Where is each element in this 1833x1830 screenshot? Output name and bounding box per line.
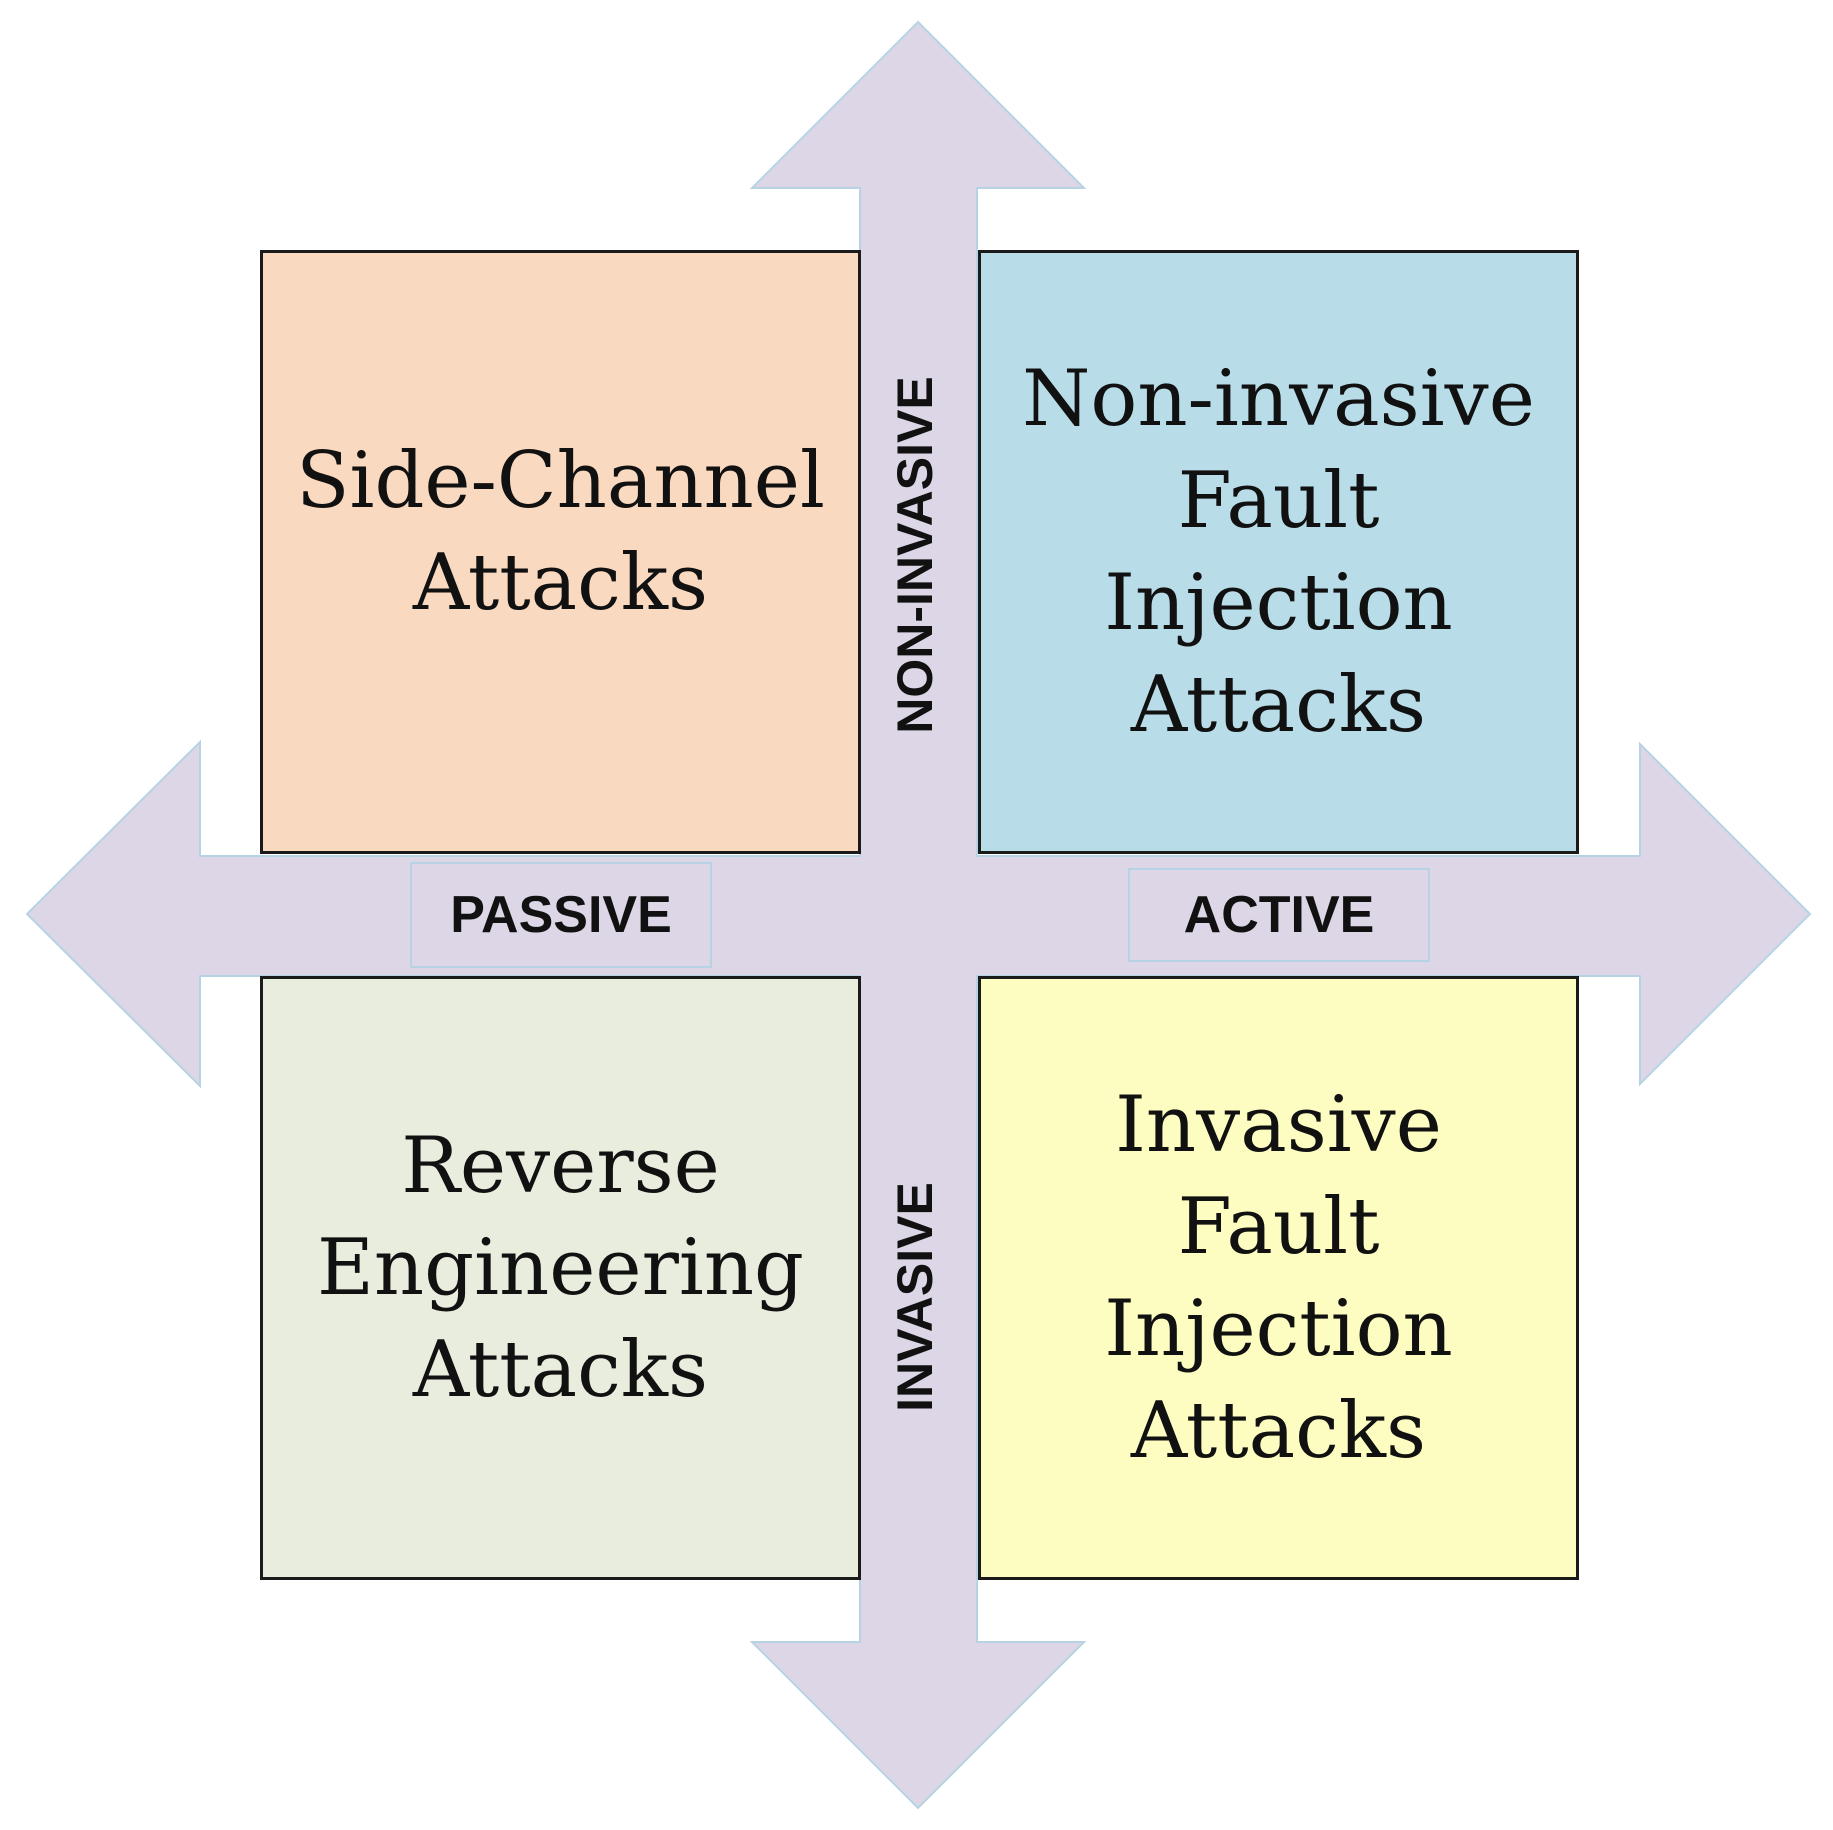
axis-label-passive: PASSIVE [410, 862, 712, 968]
quadrant-label-line: Side-Channel [296, 436, 825, 526]
quadrant-label-line: Attacks [1130, 1386, 1427, 1476]
quadrant-side-channel-attacks: Side-Channel Attacks [260, 250, 861, 854]
quadrant-label-line: Injection [1104, 558, 1453, 648]
quadrant-label-line: Attacks [1130, 660, 1427, 750]
quadrant-label-line: Injection [1104, 1284, 1453, 1374]
quadrant-reverse-engineering-attacks: Reverse Engineering Attacks [260, 976, 861, 1580]
quadrant-invasive-fault-injection-attacks: Invasive Fault Injection Attacks [978, 976, 1579, 1580]
quadrant-label-line: Attacks [412, 1325, 709, 1415]
quadrant-label-line: Attacks [412, 538, 709, 628]
quadrant-label-line: Fault [1177, 456, 1380, 546]
quadrant-label-line: Reverse [401, 1121, 720, 1211]
axis-label-non-invasive: NON-INVASIVE [887, 376, 943, 734]
quadrant-label-line: Fault [1177, 1182, 1380, 1272]
quadrant-label-line: Engineering [316, 1223, 804, 1313]
axis-label-invasive: INVASIVE [887, 1182, 943, 1412]
axis-label-active: ACTIVE [1128, 868, 1430, 962]
quadrant-non-invasive-fault-injection-attacks: Non-invasive Fault Injection Attacks [978, 250, 1579, 854]
quadrant-label-line: Non-invasive [1022, 354, 1535, 444]
cross-arrow-shape [25, 20, 1812, 1810]
quadrant-label-line: Invasive [1115, 1080, 1442, 1170]
